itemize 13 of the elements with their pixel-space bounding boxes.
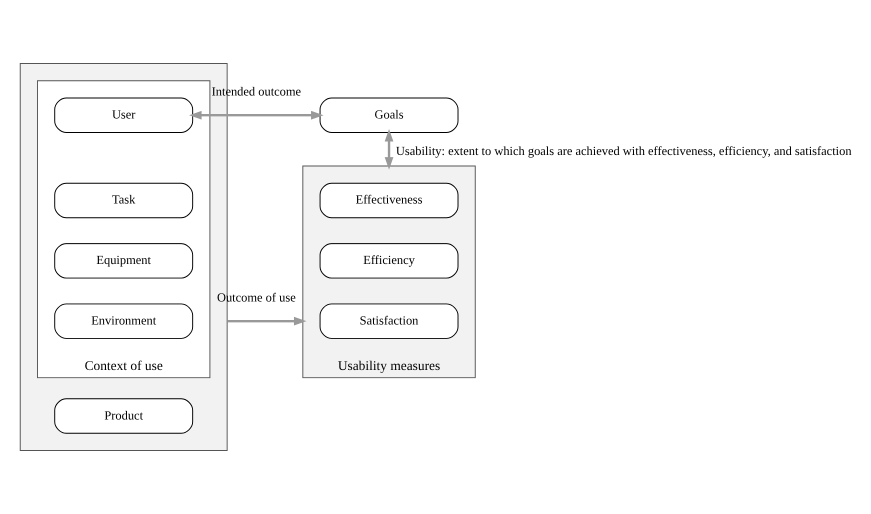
node-box: Equipment <box>54 243 194 279</box>
node-box: Goals <box>320 98 458 133</box>
node-box: Environment <box>54 303 194 339</box>
node-box: Product <box>54 398 194 434</box>
edge-label: Usability: extent to which goals are achieved with effectiveness, efficiency, and satisfaction <box>396 144 852 158</box>
arrow <box>227 316 306 326</box>
arrow <box>189 110 324 120</box>
node-box: Task <box>54 182 194 218</box>
arrow <box>384 129 394 170</box>
node-box: Effectiveness <box>320 182 458 218</box>
node-box: User <box>54 98 194 133</box>
node-box: Satisfaction <box>320 303 458 339</box>
node-box: Efficiency <box>320 243 458 279</box>
